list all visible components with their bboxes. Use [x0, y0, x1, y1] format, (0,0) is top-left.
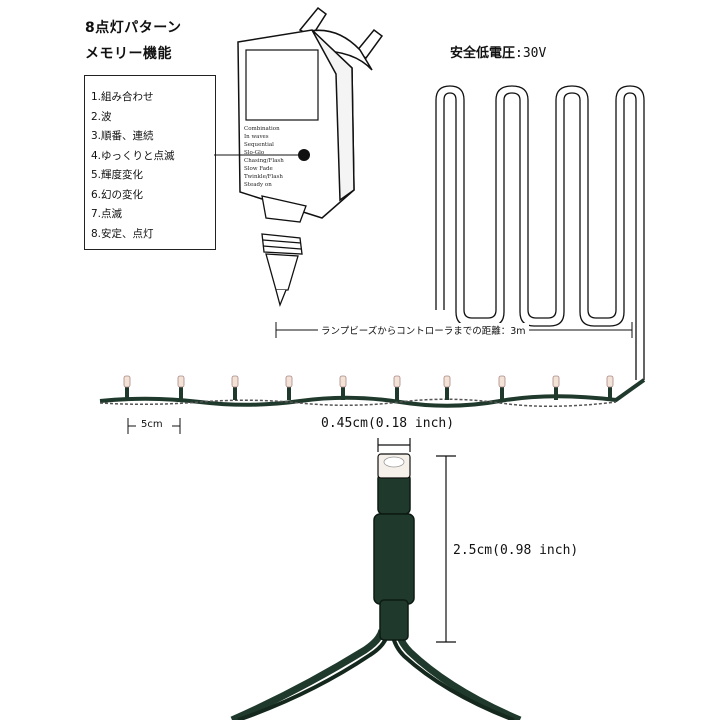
length-dimension — [436, 455, 456, 643]
mode-button — [298, 149, 310, 161]
mode-item: 6.幻の変化 — [91, 188, 144, 201]
title-line-2: メモリー機能 — [85, 46, 172, 62]
controller-print-line: Combination — [244, 126, 280, 132]
distance-label: ランプビーズからコントローラまでの距離：3m — [318, 323, 529, 337]
controller-print-line: Chasing/Flash — [244, 158, 284, 164]
main-wire — [435, 85, 645, 380]
bulb — [393, 375, 401, 400]
spacing-label: 5cm — [141, 419, 163, 430]
mode-item: 7.点滅 — [91, 208, 123, 220]
bulbs — [123, 375, 614, 400]
spacing-dimension — [127, 418, 181, 434]
bulb — [606, 375, 614, 400]
bulb — [123, 375, 131, 400]
voltage-value: :30V — [515, 46, 547, 61]
light-string — [99, 378, 646, 408]
controller-print-line: Steady on — [244, 182, 272, 188]
voltage-text: 安全低電圧 — [450, 46, 516, 61]
controller-print-line: In waves — [244, 134, 269, 140]
bulb — [231, 375, 239, 400]
controller-print-line: Twinkle/Flash — [244, 174, 283, 180]
bulb — [498, 375, 506, 400]
bulb — [339, 375, 347, 400]
controller-print-line: Sequential — [244, 142, 274, 148]
mode-item: 1.組み合わせ — [91, 91, 154, 103]
controller-print: Combination In waves Sequential Slo-Glo … — [244, 126, 284, 188]
mode-item: 2.波 — [91, 110, 112, 123]
voltage-label: 安全低電圧:30V — [450, 42, 546, 61]
mode-item: 3.順番、連続 — [91, 130, 154, 142]
controller-unit — [237, 29, 355, 219]
mode-list: 1.組み合わせ 2.波 3.順番、連続 4.ゆっくりと点滅 5.輝度変化 6.幻… — [91, 88, 175, 244]
mode-list-box: 1.組み合わせ 2.波 3.順番、連続 4.ゆっくりと点滅 5.輝度変化 6.幻… — [84, 75, 216, 250]
controller-print-line: Slow Fade — [244, 166, 273, 172]
cable-strain-relief — [261, 195, 307, 308]
bulb — [177, 375, 185, 400]
bulb-diameter-label: 0.45cm(0.18 inch) — [321, 416, 455, 431]
bulb-detail — [230, 453, 522, 720]
bulb — [443, 375, 451, 400]
bulb — [552, 375, 560, 400]
mode-item: 8.安定、点灯 — [91, 227, 154, 240]
bulb-length-label: 2.5cm(0.98 inch) — [453, 543, 579, 558]
mode-item: 5.輝度変化 — [91, 169, 144, 181]
mode-item: 4.ゆっくりと点滅 — [91, 149, 175, 162]
bulb — [285, 375, 293, 400]
title-line-1: 8点灯パターン — [85, 20, 182, 36]
diameter-dimension — [377, 438, 411, 452]
controller-print-line: Slo-Glo — [244, 150, 265, 156]
